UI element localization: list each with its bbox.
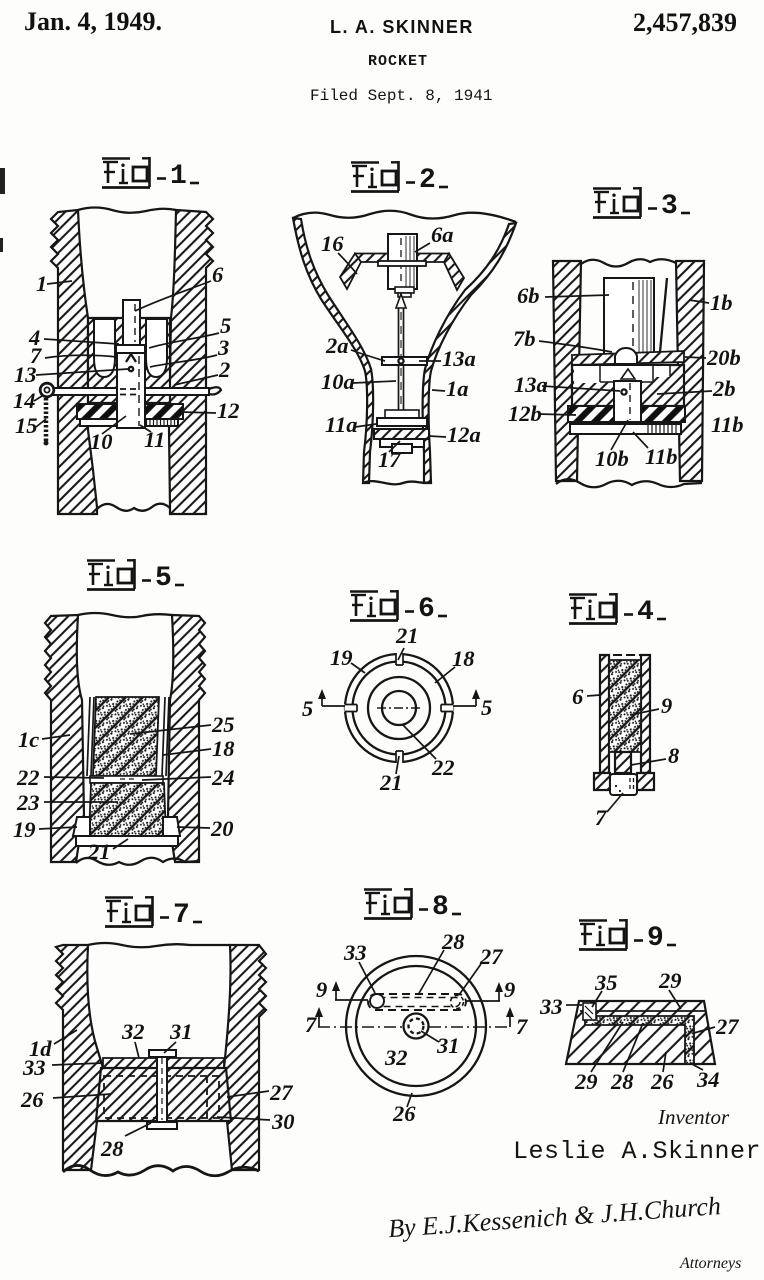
svg-text:14: 14 bbox=[13, 388, 36, 413]
svg-text:28: 28 bbox=[441, 929, 465, 954]
svg-text:27: 27 bbox=[715, 1014, 739, 1039]
svg-text:5: 5 bbox=[302, 696, 313, 721]
svg-text:5: 5 bbox=[155, 563, 172, 594]
svg-text:L. A. SKINNER: L. A. SKINNER bbox=[330, 17, 474, 37]
svg-text:11: 11 bbox=[144, 427, 165, 452]
svg-text:12: 12 bbox=[217, 398, 240, 423]
svg-text:2: 2 bbox=[419, 165, 436, 196]
svg-text:11b: 11b bbox=[711, 412, 744, 437]
svg-text:6: 6 bbox=[418, 594, 435, 625]
svg-text:27: 27 bbox=[479, 944, 503, 969]
svg-text:7b: 7b bbox=[513, 326, 536, 351]
svg-text:6: 6 bbox=[572, 684, 584, 709]
svg-text:21: 21 bbox=[395, 623, 419, 648]
svg-text:12b: 12b bbox=[508, 401, 542, 426]
svg-text:34: 34 bbox=[696, 1067, 720, 1092]
svg-text:7: 7 bbox=[516, 1014, 528, 1039]
svg-text:16: 16 bbox=[321, 231, 344, 256]
svg-text:Leslie A.Skinner: Leslie A.Skinner bbox=[513, 1137, 761, 1166]
svg-text:28: 28 bbox=[100, 1136, 124, 1161]
svg-text:20: 20 bbox=[210, 816, 234, 841]
svg-text:15: 15 bbox=[15, 413, 38, 438]
svg-text:35: 35 bbox=[594, 970, 618, 995]
svg-text:9: 9 bbox=[504, 977, 515, 1002]
svg-text:29: 29 bbox=[658, 968, 682, 993]
svg-text:13a: 13a bbox=[442, 346, 476, 371]
svg-text:10: 10 bbox=[90, 429, 113, 454]
svg-text:1c: 1c bbox=[18, 727, 39, 752]
svg-text:7: 7 bbox=[30, 343, 42, 368]
svg-text:1b: 1b bbox=[710, 290, 733, 315]
svg-text:Filed Sept. 8, 1941: Filed Sept. 8, 1941 bbox=[310, 87, 492, 105]
svg-text:6a: 6a bbox=[431, 222, 454, 247]
svg-text:ROCKET: ROCKET bbox=[368, 53, 428, 70]
svg-text:26: 26 bbox=[650, 1069, 674, 1094]
svg-text:5: 5 bbox=[220, 313, 231, 338]
svg-text:11a: 11a bbox=[325, 412, 358, 437]
svg-text:5: 5 bbox=[481, 695, 492, 720]
svg-text:30: 30 bbox=[271, 1109, 295, 1134]
svg-text:9: 9 bbox=[661, 693, 672, 718]
svg-text:4: 4 bbox=[28, 325, 40, 350]
svg-text:26: 26 bbox=[20, 1087, 44, 1112]
svg-text:Jan. 4, 1949.: Jan. 4, 1949. bbox=[24, 7, 162, 36]
svg-text:1: 1 bbox=[170, 161, 187, 192]
svg-text:4: 4 bbox=[637, 597, 654, 628]
svg-text:2: 2 bbox=[218, 357, 230, 382]
svg-text:19: 19 bbox=[330, 645, 353, 670]
svg-text:29: 29 bbox=[574, 1069, 598, 1094]
svg-text:8: 8 bbox=[668, 743, 679, 768]
svg-text:1d: 1d bbox=[29, 1036, 52, 1061]
svg-text:12a: 12a bbox=[447, 422, 481, 447]
svg-text:32: 32 bbox=[384, 1045, 408, 1070]
svg-text:Attorneys: Attorneys bbox=[679, 1255, 741, 1272]
svg-text:17: 17 bbox=[378, 447, 401, 472]
svg-text:3: 3 bbox=[217, 335, 229, 360]
svg-text:11b: 11b bbox=[645, 444, 678, 469]
svg-text:20b: 20b bbox=[706, 345, 741, 370]
svg-text:2b: 2b bbox=[712, 376, 736, 401]
svg-text:7: 7 bbox=[305, 1012, 317, 1037]
svg-text:3: 3 bbox=[661, 191, 678, 222]
svg-text:24: 24 bbox=[211, 765, 235, 790]
svg-text:31: 31 bbox=[169, 1019, 193, 1044]
svg-text:6: 6 bbox=[212, 262, 224, 287]
svg-text:22: 22 bbox=[431, 755, 455, 780]
svg-text:32: 32 bbox=[121, 1019, 145, 1044]
svg-text:6b: 6b bbox=[517, 283, 540, 308]
svg-text:13a: 13a bbox=[514, 372, 548, 397]
svg-text:9: 9 bbox=[647, 923, 664, 954]
svg-text:31: 31 bbox=[436, 1033, 460, 1058]
svg-text:19: 19 bbox=[13, 817, 36, 842]
svg-text:8: 8 bbox=[432, 892, 449, 923]
svg-text:23: 23 bbox=[16, 790, 40, 815]
svg-text:9: 9 bbox=[316, 977, 327, 1002]
svg-text:7: 7 bbox=[595, 805, 607, 830]
svg-text:2,457,839: 2,457,839 bbox=[633, 8, 737, 37]
svg-text:21: 21 bbox=[87, 839, 111, 864]
svg-text:2a: 2a bbox=[325, 333, 349, 358]
svg-text:33: 33 bbox=[22, 1055, 46, 1080]
svg-text:1a: 1a bbox=[446, 376, 469, 401]
svg-text:22: 22 bbox=[16, 765, 40, 790]
svg-text:33: 33 bbox=[343, 940, 367, 965]
svg-text:27: 27 bbox=[269, 1080, 293, 1105]
svg-text:25: 25 bbox=[211, 712, 235, 737]
svg-text:33: 33 bbox=[539, 994, 563, 1019]
svg-text:10a: 10a bbox=[321, 369, 355, 394]
svg-text:28: 28 bbox=[610, 1069, 634, 1094]
svg-text:7: 7 bbox=[173, 900, 190, 931]
svg-text:26: 26 bbox=[392, 1101, 416, 1126]
svg-text:1: 1 bbox=[36, 271, 47, 296]
svg-text:21: 21 bbox=[379, 770, 403, 795]
svg-text:18: 18 bbox=[212, 736, 235, 761]
svg-text:Inventor: Inventor bbox=[657, 1105, 730, 1129]
svg-text:13: 13 bbox=[14, 362, 37, 387]
svg-text:18: 18 bbox=[452, 646, 475, 671]
